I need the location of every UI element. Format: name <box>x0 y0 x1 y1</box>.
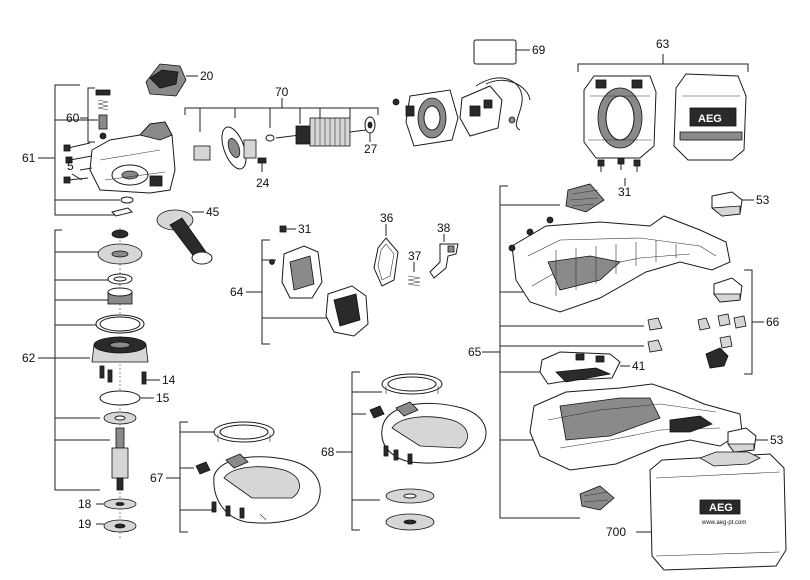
screw-31-left <box>279 225 296 233</box>
brush-cover-parts <box>269 245 369 337</box>
label-19: 19 <box>78 517 92 531</box>
vent-grille-top <box>565 183 605 213</box>
part-37-spring <box>407 275 421 287</box>
label-31-left: 31 <box>298 222 312 236</box>
part-69-nameplate <box>473 39 530 65</box>
label-14: 14 <box>162 373 176 387</box>
guard-68 <box>369 373 487 531</box>
part-45-side-handle <box>156 209 213 265</box>
bracket-61 <box>38 84 120 216</box>
label-61: 61 <box>22 151 36 165</box>
bracket-65 <box>482 185 644 519</box>
housing-half-upper <box>508 215 731 313</box>
label-20: 20 <box>200 69 214 83</box>
motor-housing-brand: AEG <box>698 113 722 125</box>
label-65: 65 <box>468 345 482 359</box>
label-68: 68 <box>321 445 335 459</box>
label-53-bottom: 53 <box>770 433 784 447</box>
label-66: 66 <box>766 315 780 329</box>
bracket-68 <box>336 371 382 531</box>
label-64: 64 <box>230 285 244 299</box>
brush-holder-cable <box>459 77 531 137</box>
armature-assembly <box>193 116 376 170</box>
vent-grille-lower <box>579 485 615 511</box>
small-parts-66 <box>697 277 747 369</box>
label-53-top: 53 <box>756 193 770 207</box>
label-15: 15 <box>156 391 170 405</box>
label-31-top: 31 <box>618 185 632 199</box>
gear-head-small-parts <box>111 196 134 217</box>
part-53-top <box>710 191 754 217</box>
label-63: 63 <box>656 37 670 51</box>
label-70: 70 <box>275 85 289 99</box>
bracket-64 <box>246 239 330 345</box>
clips-65 <box>647 317 663 353</box>
bracket-66 <box>744 269 764 375</box>
label-60: 60 <box>66 111 80 125</box>
part-41-switch <box>539 351 630 385</box>
bracket-63 <box>577 54 749 72</box>
part-24-screw <box>257 157 267 172</box>
gear-head-housing <box>89 121 176 194</box>
label-5: 5 <box>67 159 74 173</box>
housing-half-lower <box>529 383 743 471</box>
label-700: 700 <box>606 525 626 539</box>
label-38: 38 <box>437 221 451 235</box>
gear-head-screws <box>63 142 93 184</box>
label-62: 62 <box>22 351 36 365</box>
label-27: 27 <box>364 142 378 156</box>
label-45: 45 <box>206 205 220 219</box>
part-38-lever <box>429 243 459 279</box>
bracket-60 <box>80 87 95 143</box>
guard-67 <box>195 421 321 524</box>
motor-housing-rear: AEG <box>673 73 747 161</box>
label-36: 36 <box>380 211 394 225</box>
case-brand: AEG <box>709 502 733 514</box>
label-18: 18 <box>78 497 92 511</box>
part-53-bottom <box>727 427 768 453</box>
part-700-case: AEG www.aeg-pt.com <box>636 451 787 571</box>
label-41: 41 <box>632 359 646 373</box>
motor-housing-front <box>583 75 657 159</box>
part-20-cover <box>145 63 198 97</box>
part-36-gasket <box>373 237 399 287</box>
screws-31-top <box>597 157 641 186</box>
label-37: 37 <box>408 249 422 263</box>
label-69: 69 <box>532 43 546 57</box>
stator <box>392 89 459 147</box>
label-24: 24 <box>256 176 270 190</box>
label-67: 67 <box>150 471 164 485</box>
case-url: www.aeg-pt.com <box>701 520 746 526</box>
bracket-62 <box>38 229 110 491</box>
spring-parts-60 <box>95 89 111 140</box>
spindle-stack <box>91 228 149 540</box>
bracket-67 <box>166 421 214 533</box>
